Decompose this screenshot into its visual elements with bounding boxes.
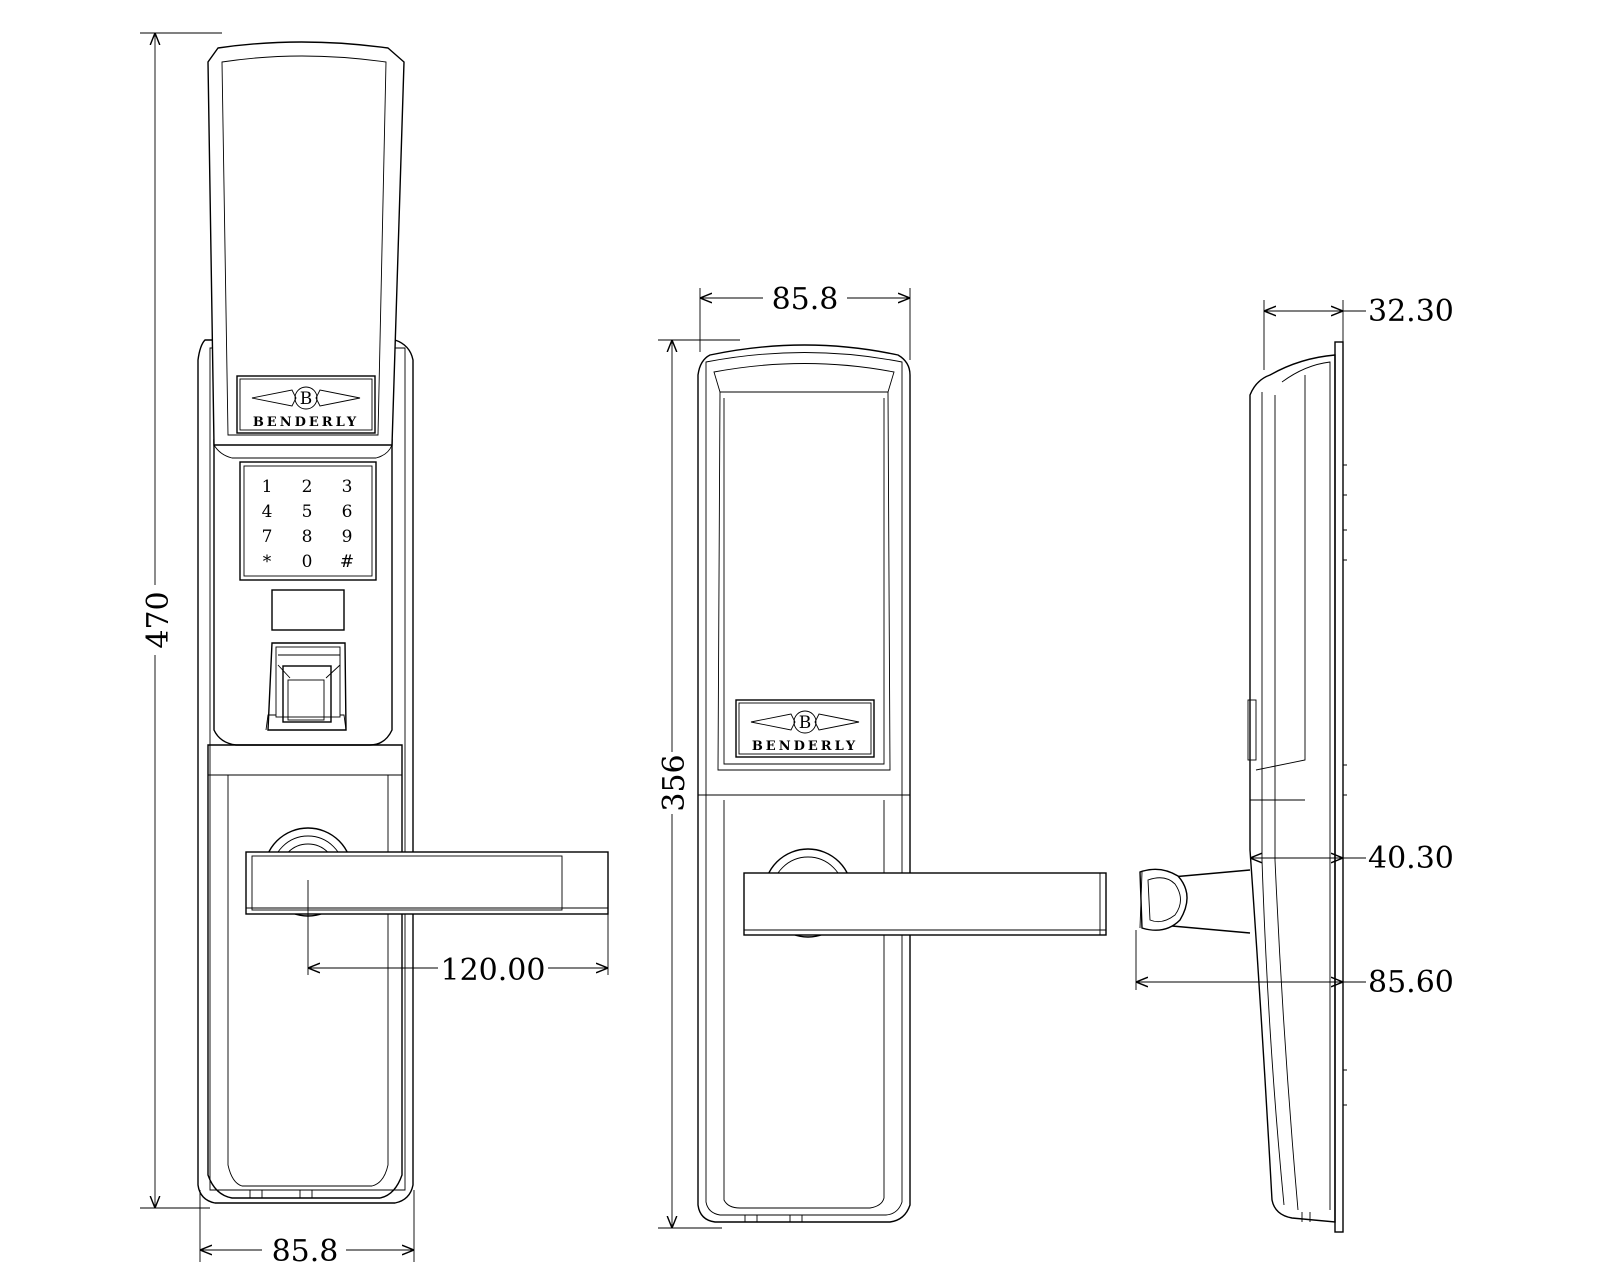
front-width-label: 85.8 xyxy=(272,1234,339,1269)
side-handle-depth-dimension: 85.60 xyxy=(1135,930,1454,1000)
back-width-dimension: 85.8 xyxy=(699,280,911,360)
back-width-label: 85.8 xyxy=(772,282,839,317)
keypad-key: 1 xyxy=(262,477,273,497)
front-handle-length-label: 120.00 xyxy=(441,953,546,988)
front-handle-length-dimension: 120.00 xyxy=(308,950,608,988)
keypad-key: 5 xyxy=(302,502,313,522)
keypad-key: * xyxy=(263,552,272,572)
front-sliding-cover xyxy=(207,41,405,446)
keypad-key: # xyxy=(340,552,354,572)
side-view xyxy=(1139,341,1347,1233)
front-height-dimension: 470 xyxy=(140,32,222,1209)
keypad-key: 0 xyxy=(302,552,313,572)
keypad-key: 9 xyxy=(342,527,353,547)
front-lever-handle xyxy=(245,851,609,915)
front-mid-housing xyxy=(213,439,393,746)
keypad-key: 7 xyxy=(262,527,273,547)
front-back-plate xyxy=(197,339,414,1204)
front-lower-body-inner xyxy=(227,774,389,1187)
side-body-outline xyxy=(1249,354,1336,1223)
front-keypad-frame xyxy=(239,461,377,581)
front-width-dimension: 85.8 xyxy=(199,1190,415,1269)
side-mid-depth-dimension: 40.30 xyxy=(1250,841,1454,876)
front-logo-emblem: B xyxy=(251,386,361,410)
keypad-key: 8 xyxy=(302,527,313,547)
keypad-key: 2 xyxy=(302,477,313,497)
fingerprint-sensor xyxy=(265,642,347,731)
back-brand-name: BENDERLY xyxy=(752,739,858,754)
front-logo-letter: B xyxy=(300,389,313,409)
back-plate xyxy=(697,344,911,1223)
front-keypad: 1 2 3 4 5 6 7 8 9 * 0 # xyxy=(262,477,355,572)
back-height-label: 356 xyxy=(657,754,692,811)
side-top-depth-dimension: 32.30 xyxy=(1263,294,1454,370)
side-handle-depth-label: 85.60 xyxy=(1368,965,1454,1000)
front-lower-body xyxy=(207,744,403,1199)
keypad-key: 3 xyxy=(342,477,353,497)
keypad-key: 6 xyxy=(342,502,353,522)
back-logo-emblem: B xyxy=(750,710,860,734)
back-logo-panel xyxy=(735,699,875,758)
keypad-key: 4 xyxy=(262,502,273,522)
back-logo-letter: B xyxy=(799,713,812,733)
front-height-label: 470 xyxy=(141,591,176,648)
side-lever-handle xyxy=(1139,868,1251,934)
back-height-dimension: 356 xyxy=(656,339,740,1229)
back-view: B BENDERLY xyxy=(697,344,1107,1223)
side-mid-depth-label: 40.30 xyxy=(1368,841,1454,876)
front-view: B BENDERLY 1 2 3 4 5 6 7 8 9 * 0 # xyxy=(197,41,609,1204)
front-logo-panel xyxy=(236,375,376,434)
side-face-plate xyxy=(1334,341,1344,1233)
front-brand-name: BENDERLY xyxy=(253,415,359,430)
back-lever-handle xyxy=(743,872,1107,936)
side-top-depth-label: 32.30 xyxy=(1368,294,1454,329)
front-display-window xyxy=(271,589,345,631)
